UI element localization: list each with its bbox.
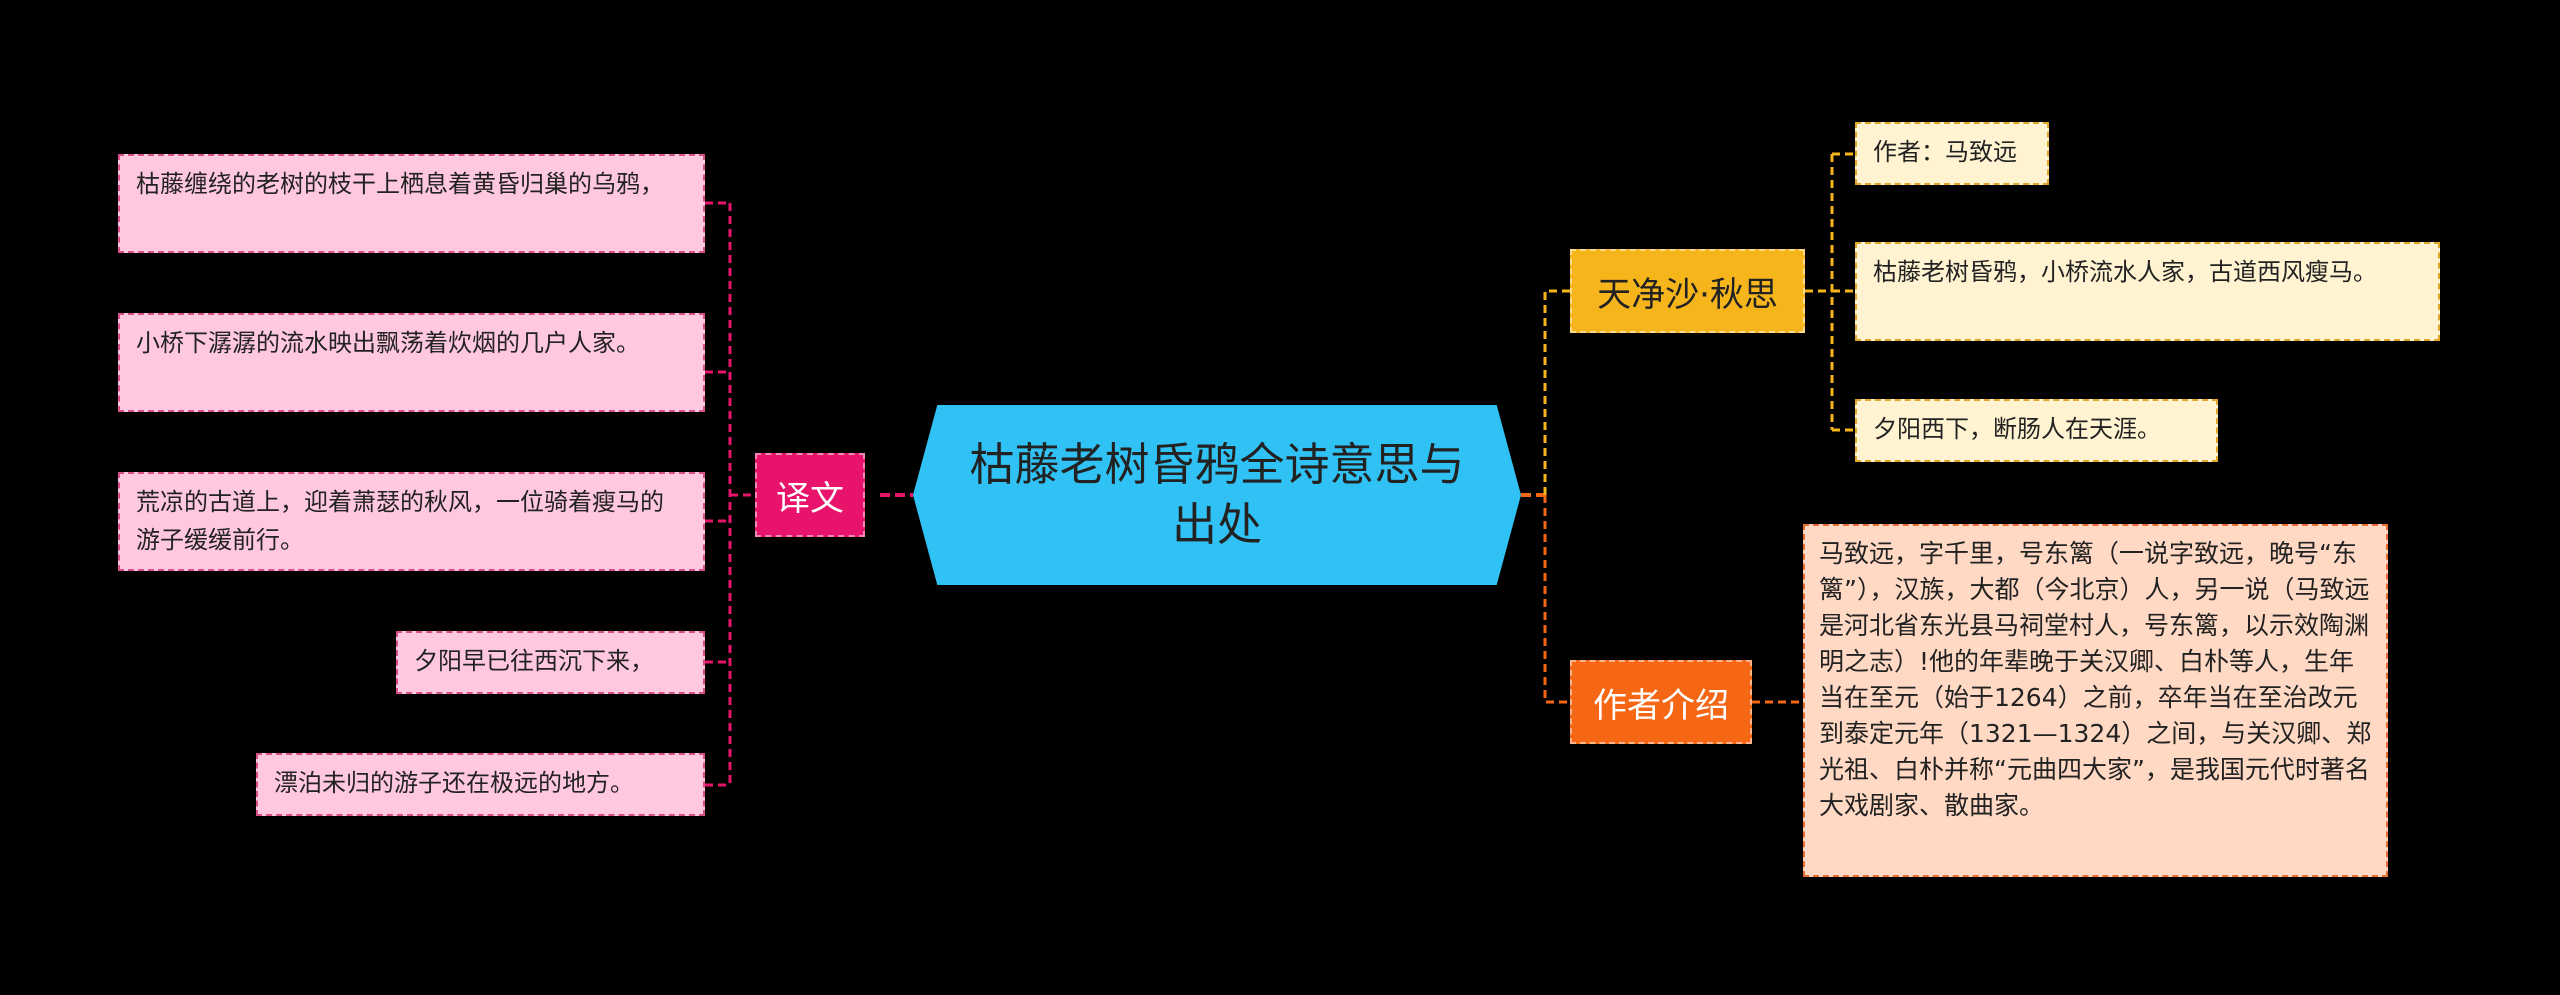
- branch-poem-label: 天净沙·秋思: [1597, 274, 1778, 315]
- translation-item-5[interactable]: 漂泊未归的游子还在极远的地方。: [256, 753, 705, 816]
- branch-translation[interactable]: 译文: [755, 453, 865, 537]
- branch-author[interactable]: 作者介绍: [1570, 660, 1752, 744]
- translation-item-5-text: 漂泊未归的游子还在极远的地方。: [274, 769, 634, 797]
- poem-item-line-2[interactable]: 夕阳西下，断肠人在天涯。: [1855, 399, 2218, 462]
- poem-item-line-1[interactable]: 枯藤老树昏鸦，小桥流水人家，古道西风瘦马。: [1855, 242, 2440, 341]
- poem-item-author-text: 作者：马致远: [1873, 138, 2017, 166]
- poem-item-line-2-text: 夕阳西下，断肠人在天涯。: [1873, 415, 2161, 443]
- central-topic[interactable]: 枯藤老树昏鸦全诗意思与出处: [913, 405, 1521, 585]
- branch-translation-label: 译文: [776, 478, 844, 519]
- poem-item-line-1-text: 枯藤老树昏鸦，小桥流水人家，古道西风瘦马。: [1873, 258, 2377, 286]
- branch-author-label: 作者介绍: [1593, 685, 1729, 726]
- connector-right-poem: [1543, 289, 1570, 495]
- author-biography[interactable]: 马致远，字千里，号东篱（一说字致远，晚号“东篱”），汉族，大都（今北京）人，另一…: [1803, 524, 2388, 877]
- translation-item-1-text: 枯藤缠绕的老树的枝干上栖息着黄昏归巢的乌鸦，: [136, 170, 664, 198]
- translation-item-4[interactable]: 夕阳早已往西沉下来，: [396, 631, 705, 694]
- translation-item-3-text: 荒凉的古道上，迎着萧瑟的秋风，一位骑着瘦马的游子缓缓前行。: [136, 488, 664, 554]
- translation-item-4-text: 夕阳早已往西沉下来，: [414, 647, 654, 675]
- poem-item-author[interactable]: 作者：马致远: [1855, 122, 2049, 185]
- connector-right-author: [1543, 495, 1570, 704]
- translation-item-2[interactable]: 小桥下潺潺的流水映出飘荡着炊烟的几户人家。: [118, 313, 705, 412]
- translation-item-2-text: 小桥下潺潺的流水映出飘荡着炊烟的几户人家。: [136, 329, 640, 357]
- central-topic-title: 枯藤老树昏鸦全诗意思与出处: [969, 438, 1465, 551]
- translation-item-3[interactable]: 荒凉的古道上，迎着萧瑟的秋风，一位骑着瘦马的游子缓缓前行。: [118, 472, 705, 571]
- author-biography-text: 马致远，字千里，号东篱（一说字致远，晚号“东篱”），汉族，大都（今北京）人，另一…: [1819, 539, 2372, 820]
- translation-item-1[interactable]: 枯藤缠绕的老树的枝干上栖息着黄昏归巢的乌鸦，: [118, 154, 705, 253]
- branch-poem[interactable]: 天净沙·秋思: [1570, 249, 1805, 333]
